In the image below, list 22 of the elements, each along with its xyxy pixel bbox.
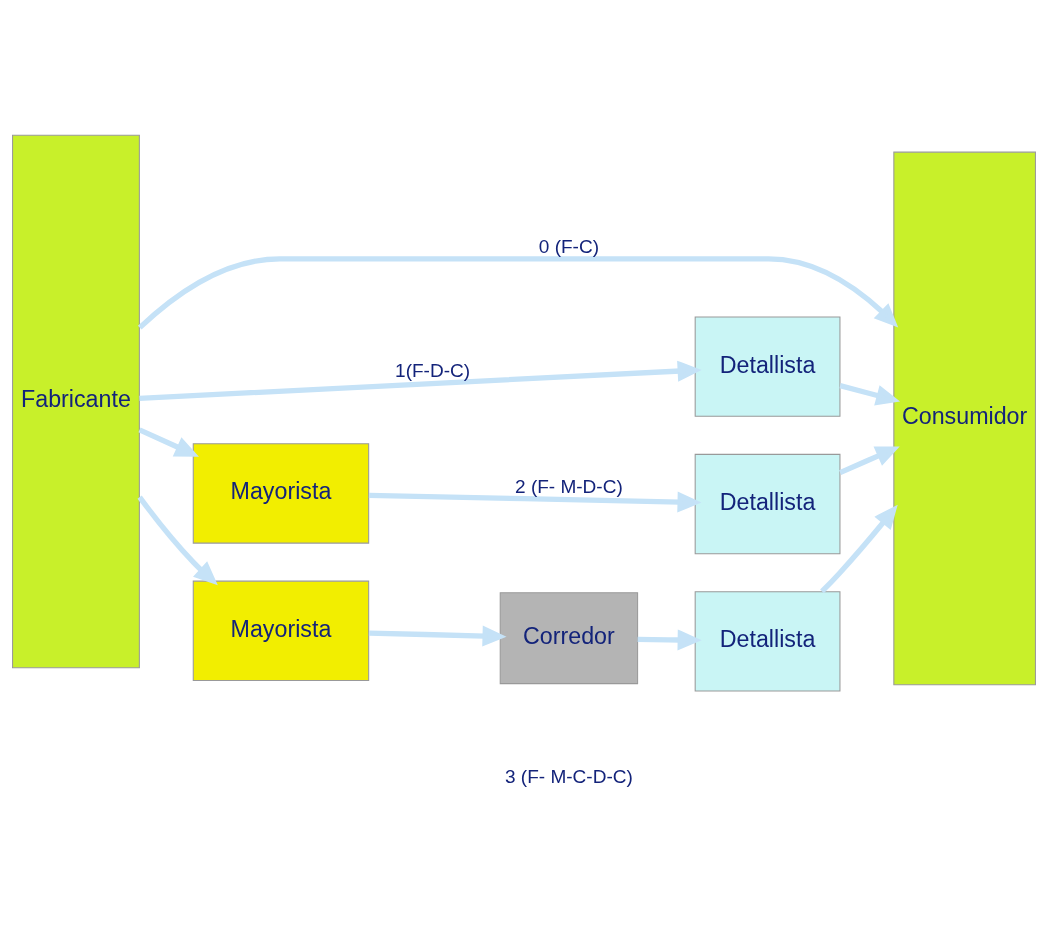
arrow [839,446,900,476]
label: 3 (F- M-C-D-C) [505,766,633,788]
node-box: Consumidor [893,151,1036,686]
edge-label: 0 (F-C) [538,235,600,257]
edge-label: 2 (F- M-D-C) [515,475,623,497]
node-box: Detallista [694,316,841,417]
node-box: Mayorista [192,443,370,544]
node-box: Fabricante [12,134,140,669]
node-box: Corredor [499,592,639,685]
arrow [137,256,899,330]
node-box: Mayorista [192,580,370,681]
node-box: Detallista [694,591,841,692]
arrow [368,491,702,513]
arrow [137,495,218,586]
arrow [138,427,199,457]
arrow [820,504,898,594]
arrow [637,629,702,651]
edge-label: 1(F-D-C) [395,359,471,381]
arrow [139,360,702,401]
arrow [839,383,901,406]
arrow [368,625,507,647]
node-box: Detallista [694,453,841,555]
